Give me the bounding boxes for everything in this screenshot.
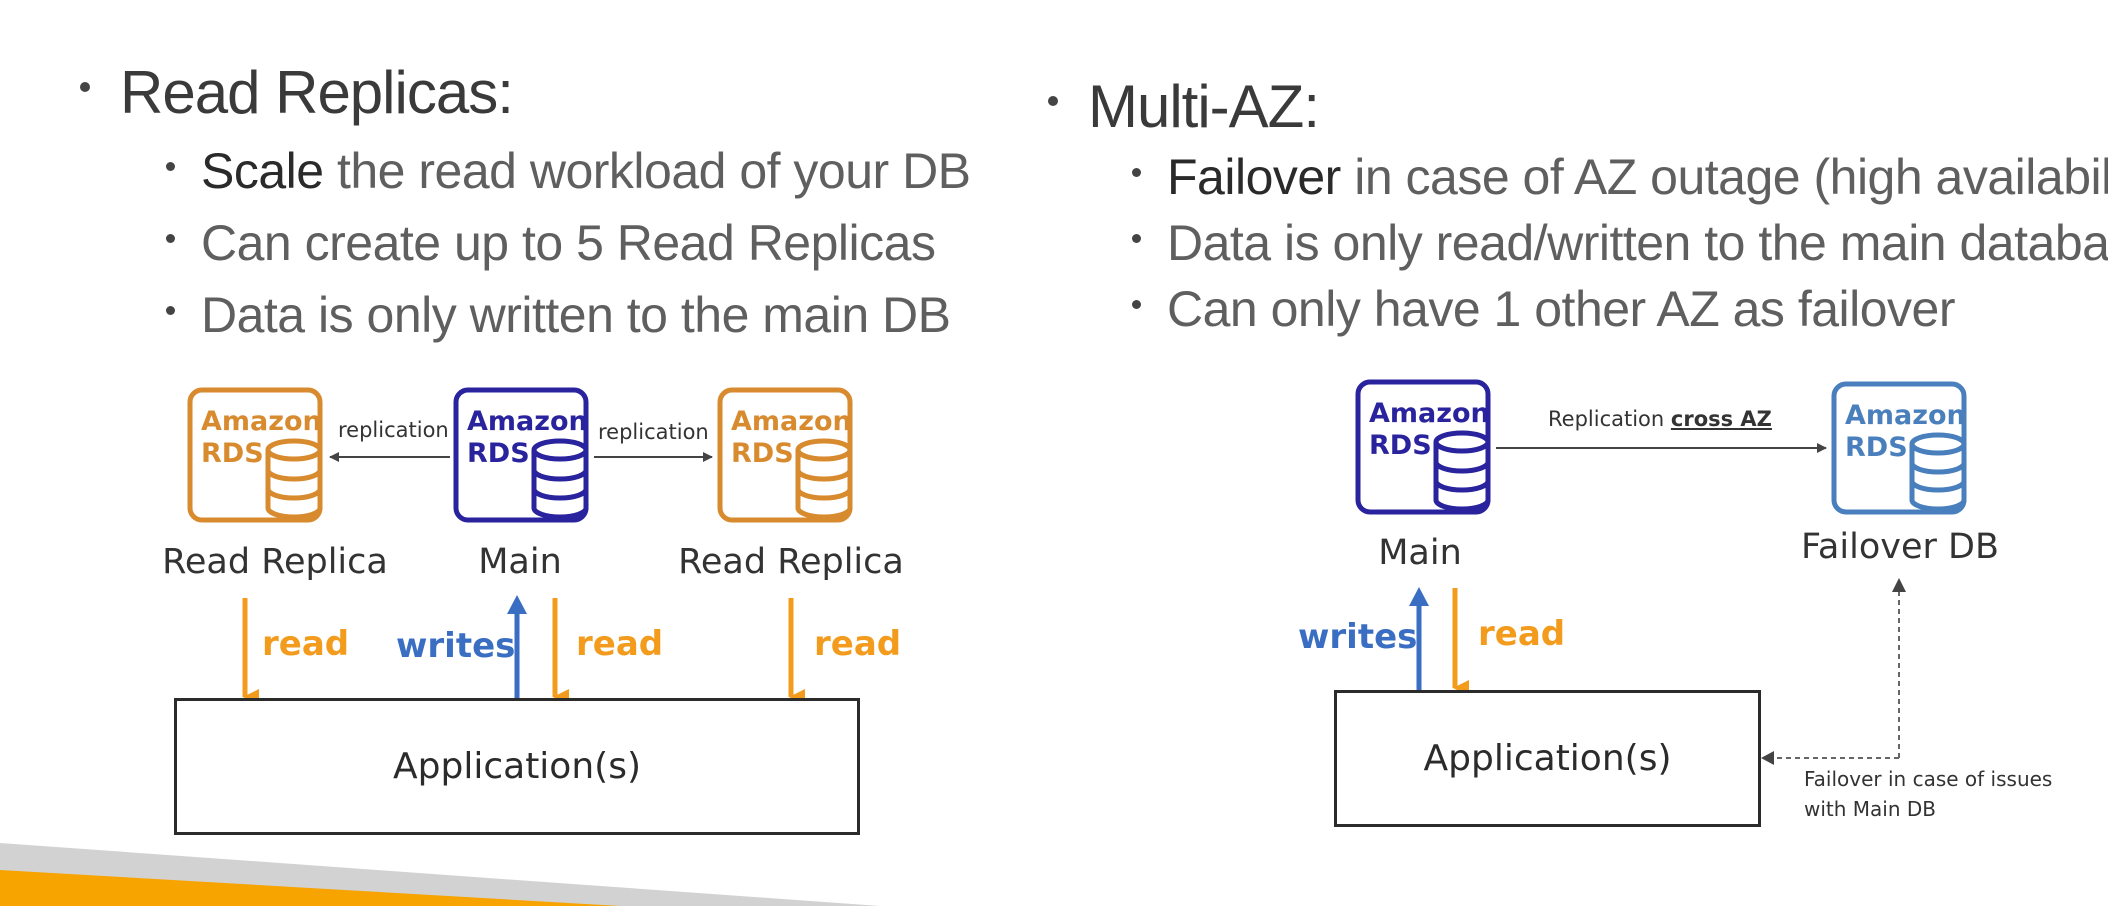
failover-up-arrowhead <box>1892 578 1906 592</box>
application-label: Application(s) <box>393 746 641 787</box>
bullet-dot <box>1132 234 1141 244</box>
failover-note-line-1: Failover in case of issues <box>1804 767 2053 791</box>
multi-az-heading: Multi-AZ: <box>1048 72 1320 141</box>
multiaz-writes-label: writes <box>1298 617 1418 657</box>
svg-text:RDS: RDS <box>201 438 264 469</box>
read-label-replica-left: read <box>262 624 350 664</box>
rds-icon-read-replica-right: Amazon RDS <box>717 387 853 523</box>
application-label: Application(s) <box>1423 738 1672 779</box>
bullet-dot <box>166 162 175 172</box>
right-bullet-3: Can only have 1 other AZ as failover <box>1132 280 1956 338</box>
failover-left-arrowhead <box>1761 751 1774 765</box>
application-box-left: Application(s) <box>174 698 860 835</box>
read-replica-left-label: Read Replica <box>162 542 388 582</box>
multiaz-read-label: read <box>1478 614 1566 654</box>
svg-text:RDS: RDS <box>1845 432 1908 463</box>
failover-note-line-2: with Main DB <box>1804 797 1937 821</box>
svg-text:RDS: RDS <box>467 438 530 469</box>
svg-text:Amazon: Amazon <box>201 406 322 437</box>
svg-text:RDS: RDS <box>1369 430 1432 461</box>
svg-text:Amazon: Amazon <box>731 406 852 437</box>
read-replicas-heading: Read Replicas: <box>80 58 514 127</box>
failover-note: Failover in case of issues with Main DB <box>1804 764 2052 824</box>
rds-icon-main: Amazon RDS <box>453 387 589 523</box>
replication-label-right: replication <box>598 420 709 444</box>
left-bullet-3: Data is only written to the main DB <box>166 286 951 344</box>
bullet-dot <box>166 306 175 316</box>
write-arrowhead <box>507 595 527 614</box>
replication-label-left: replication <box>338 418 449 442</box>
read-replica-right-label: Read Replica <box>678 542 904 582</box>
svg-text:Amazon: Amazon <box>1845 400 1966 431</box>
bullet-dot <box>1132 168 1141 178</box>
multiaz-write-arrowhead <box>1409 587 1429 606</box>
left-bullet-1: Scale the read workload of your DB <box>166 142 971 200</box>
right-bullet-1: Failover in case of AZ outage (high avai… <box>1132 148 2108 206</box>
read-label-main: read <box>576 624 664 664</box>
footer-orange-stripe <box>0 870 620 906</box>
main-label: Main <box>478 542 562 582</box>
multiaz-main-label: Main <box>1378 533 1462 573</box>
bullet-dot <box>166 234 175 244</box>
svg-text:RDS: RDS <box>731 438 794 469</box>
right-bullet-2: Data is only read/written to the main da… <box>1132 214 2108 272</box>
svg-text:Amazon: Amazon <box>467 406 588 437</box>
bullet-dot <box>1132 300 1141 310</box>
replication-cross-az-label: Replication cross AZ <box>1548 407 1772 431</box>
application-box-right: Application(s) <box>1334 690 1761 827</box>
left-bullet-2: Can create up to 5 Read Replicas <box>166 214 936 272</box>
rds-icon-multiaz-main: Amazon RDS <box>1355 379 1491 515</box>
rds-icon-read-replica-left: Amazon RDS <box>187 387 323 523</box>
read-label-replica-right: read <box>814 624 902 664</box>
writes-label-main: writes <box>396 626 516 666</box>
rds-icon-failover-db: Amazon RDS <box>1831 381 1967 515</box>
bullet-dot <box>80 82 90 93</box>
failover-db-label: Failover DB <box>1801 527 1999 567</box>
bullet-dot <box>1048 96 1058 107</box>
svg-text:Amazon: Amazon <box>1369 398 1490 429</box>
